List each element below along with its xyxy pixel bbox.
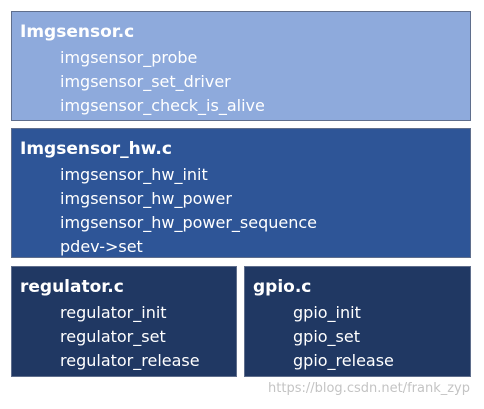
imgsensor-hw-c-function-list: imgsensor_hw_init imgsensor_hw_power img…: [60, 163, 317, 259]
imgsensor-hw-init-item: imgsensor_hw_init: [60, 165, 208, 184]
gpio-release-item: gpio_release: [293, 351, 394, 370]
imgsensor-c-box: Imgsensor.c imgsensor_probe imgsensor_se…: [11, 11, 471, 121]
imgsensor-check-is-alive-item: imgsensor_check_is_alive: [60, 96, 265, 115]
gpio-c-function-list: gpio_init gpio_set gpio_release: [293, 301, 394, 373]
pdev-set-item: pdev->set: [60, 237, 143, 256]
regulator-set-item: regulator_set: [60, 327, 166, 346]
regulator-c-title: regulator.c: [20, 277, 124, 297]
regulator-c-function-list: regulator_init regulator_set regulator_r…: [60, 301, 200, 373]
gpio-c-box: gpio.c gpio_init gpio_set gpio_release: [244, 266, 471, 377]
regulator-release-item: regulator_release: [60, 351, 200, 370]
watermark-text: https://blog.csdn.net/frank_zyp: [268, 381, 470, 396]
regulator-c-box: regulator.c regulator_init regulator_set…: [11, 266, 237, 377]
imgsensor-hw-power-sequence-item: imgsensor_hw_power_sequence: [60, 213, 317, 232]
imgsensor-hw-c-title: Imgsensor_hw.c: [20, 139, 172, 159]
imgsensor-hw-c-box: Imgsensor_hw.c imgsensor_hw_init imgsens…: [11, 128, 471, 258]
imgsensor-hw-power-item: imgsensor_hw_power: [60, 189, 232, 208]
regulator-init-item: regulator_init: [60, 303, 167, 322]
imgsensor-c-title: Imgsensor.c: [20, 22, 135, 42]
imgsensor-probe-item: imgsensor_probe: [60, 48, 198, 67]
gpio-c-title: gpio.c: [253, 277, 312, 297]
gpio-set-item: gpio_set: [293, 327, 360, 346]
gpio-init-item: gpio_init: [293, 303, 361, 322]
imgsensor-set-driver-item: imgsensor_set_driver: [60, 72, 231, 91]
imgsensor-c-function-list: imgsensor_probe imgsensor_set_driver img…: [60, 46, 265, 118]
